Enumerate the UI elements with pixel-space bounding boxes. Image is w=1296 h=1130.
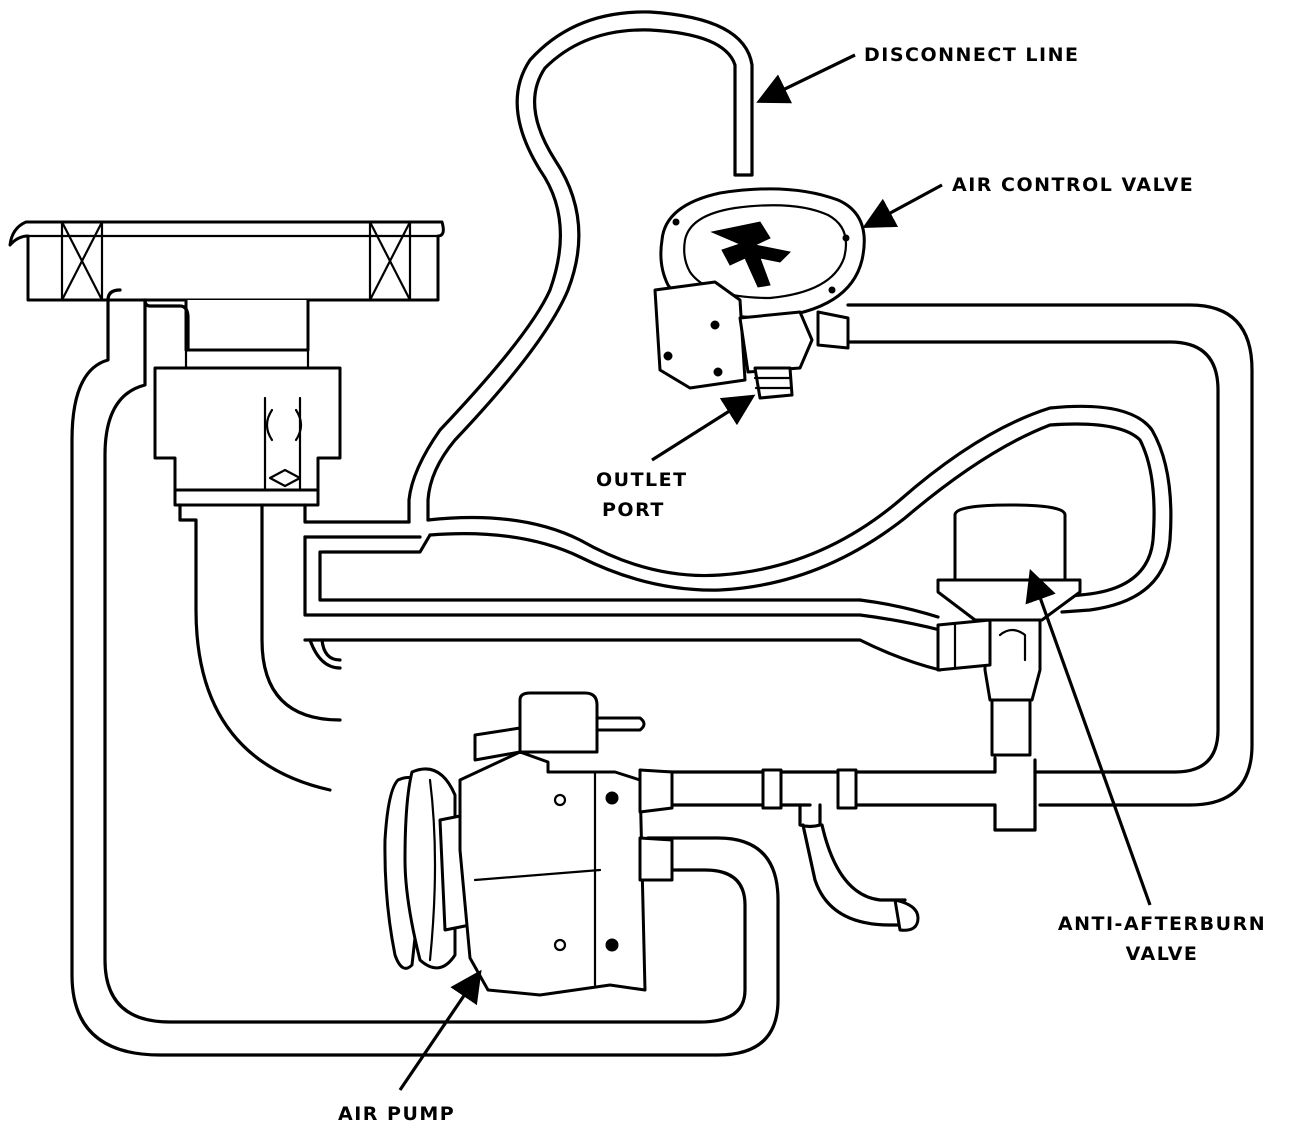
air-control-valve-arrow [862,183,943,229]
air-control-valve-label: AIR CONTROL VALVE [952,174,1195,196]
disconnect-line-label: DISCONNECT LINE [864,44,1080,66]
leader-arrows [398,53,1152,1091]
disconnect-line [407,10,754,524]
outlet-port-arrow [651,394,756,462]
anti-afterburn-label-line2: VALVE [1125,943,1199,965]
disconnect-line-arrow [756,53,856,104]
outlet-port-label-line2: PORT [602,499,665,521]
carburetor [153,300,342,507]
air-control-valve [653,187,866,400]
air-pump-label: AIR PUMP [338,1103,456,1125]
anti-afterburn-label-line1: ANTI-AFTERBURN [1057,913,1267,935]
air-pump [383,691,674,997]
anti-afterburn-valve-arrow [1025,568,1152,906]
vacuum-pipe [303,404,1173,672]
air-pump-arrow [398,969,482,1091]
air-distribution-pipe [653,756,1037,932]
outlet-port-label-line1: OUTLET [596,469,688,491]
valve-outlet-hose [846,303,1254,807]
intake-manifold [178,503,342,792]
air-cleaner [8,220,445,302]
anti-afterburn-valve [936,503,1082,757]
air-bypass-hose [70,288,780,1057]
